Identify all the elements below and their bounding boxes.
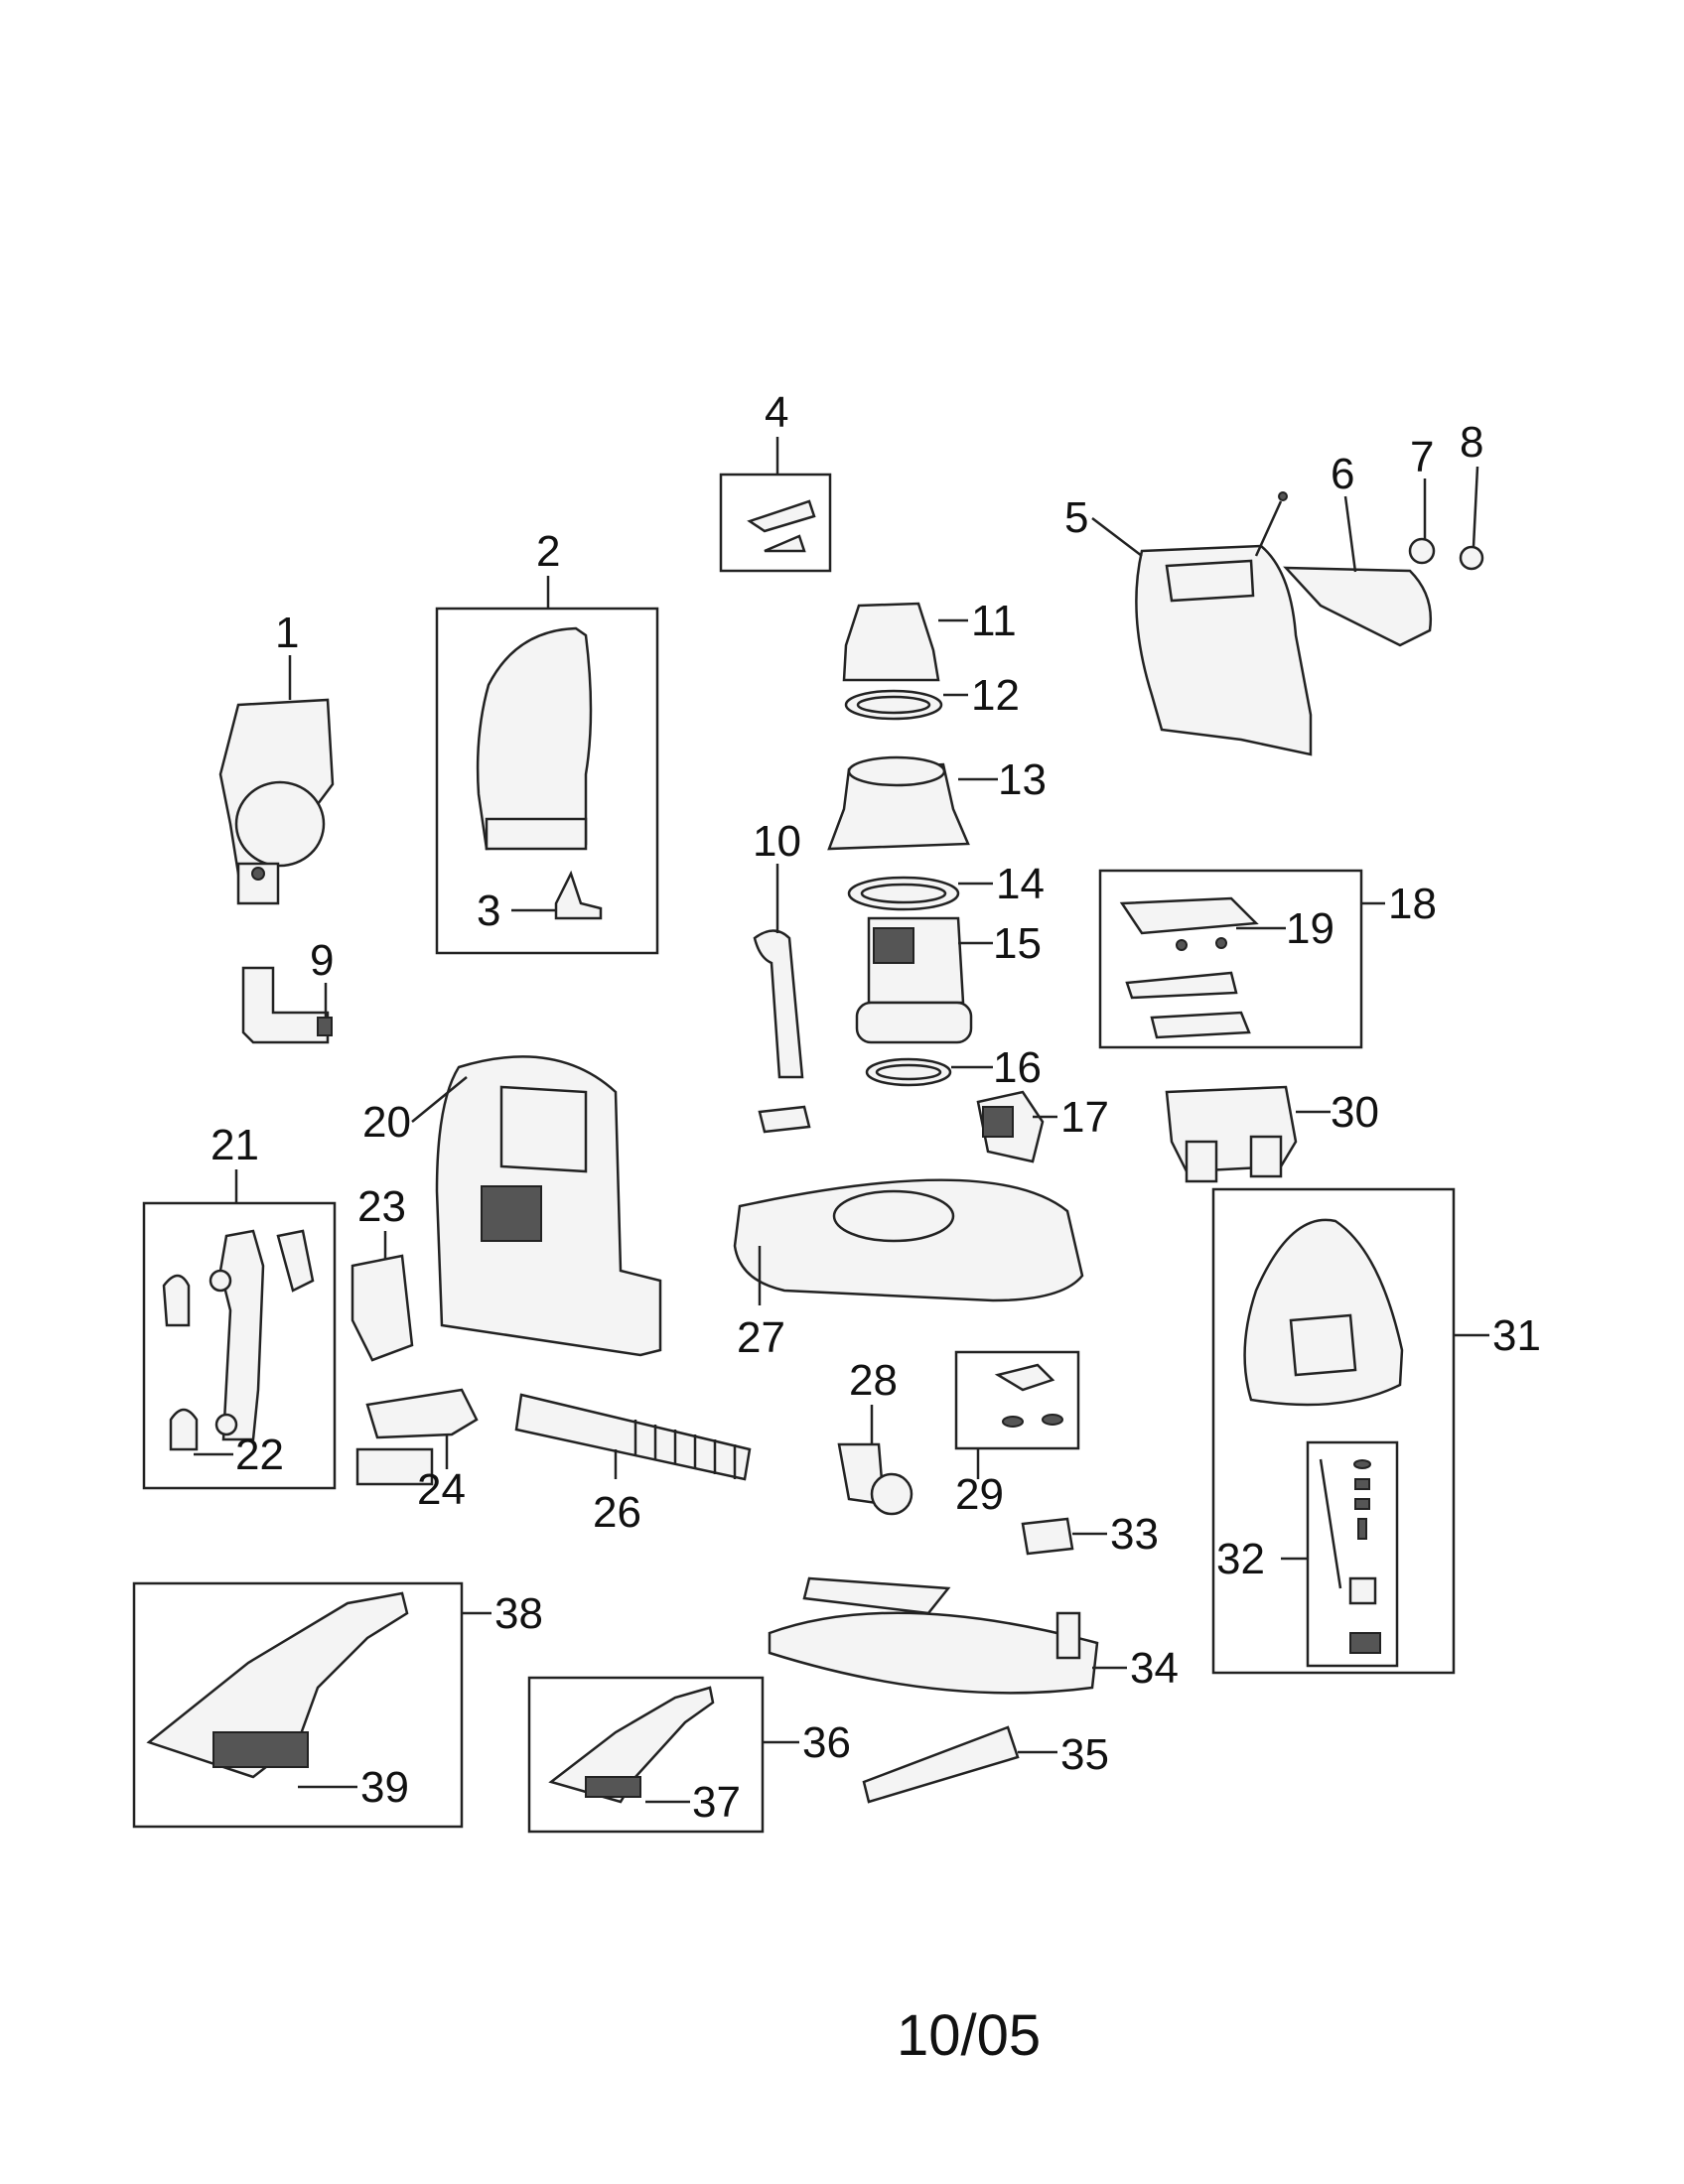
part-5-handle-housing — [1091, 517, 1313, 756]
part-13-label: 13 — [998, 755, 1047, 804]
part-21-label: 21 — [210, 1121, 259, 1169]
part-31-label: 31 — [1492, 1311, 1541, 1360]
part-38-tool — [146, 1591, 409, 1779]
part-8-label: 8 — [1460, 418, 1483, 467]
part-18-switch — [1125, 971, 1251, 1039]
part-23-door — [351, 1231, 414, 1362]
part-20-body — [411, 1055, 662, 1357]
part-4-label: 4 — [765, 388, 788, 437]
part-23-label: 23 — [357, 1182, 406, 1231]
part-16-label: 16 — [993, 1043, 1042, 1092]
part-2-tank — [476, 626, 593, 851]
part-18-box — [1098, 869, 1363, 1049]
part-7-label: 7 — [1410, 433, 1434, 481]
part-10-label: 10 — [753, 817, 801, 866]
part-38-box — [132, 1581, 464, 1829]
part-screw — [1254, 491, 1288, 557]
part-19-label: 19 — [1286, 904, 1334, 953]
part-29-box — [954, 1350, 1080, 1450]
part-8-knob — [1459, 466, 1484, 571]
part-19-board — [1119, 896, 1286, 951]
part-32-label: 32 — [1216, 1535, 1265, 1583]
part-33-clip — [1021, 1517, 1107, 1556]
part-31-box — [1211, 1187, 1456, 1675]
part-3-latch — [511, 870, 603, 920]
part-4-box — [719, 473, 832, 573]
part-17-pump — [976, 1090, 1057, 1163]
part-32-box — [1306, 1440, 1399, 1668]
part-34-plate — [768, 1576, 1127, 1695]
part-7-knob — [1408, 478, 1436, 565]
part-31-tank — [1243, 1218, 1404, 1407]
part-29-parts — [994, 1363, 1063, 1428]
part-18-label: 18 — [1388, 880, 1437, 928]
part-30-caddy — [1165, 1085, 1331, 1183]
part-5-label: 5 — [1064, 493, 1088, 542]
part-14-label: 14 — [996, 860, 1045, 908]
part-15-motor — [855, 916, 993, 1044]
part-38-label: 38 — [494, 1589, 543, 1638]
part-1-label: 1 — [275, 609, 299, 657]
part-22-label: 22 — [235, 1431, 284, 1479]
part-27-base — [733, 1178, 1084, 1305]
part-36-label: 36 — [802, 1718, 851, 1767]
part-27-label: 27 — [737, 1313, 785, 1362]
part-9-bracket — [241, 966, 333, 1044]
part-6-label: 6 — [1331, 450, 1354, 498]
part-39-label: 39 — [360, 1763, 409, 1812]
part-clip-small — [758, 1105, 811, 1134]
part-36-tool — [548, 1686, 715, 1804]
part-26-label: 26 — [593, 1488, 641, 1537]
part-20-label: 20 — [362, 1098, 411, 1147]
part-26-hose — [514, 1393, 752, 1481]
part-24-brush — [355, 1388, 479, 1486]
part-28-label: 28 — [849, 1356, 898, 1405]
part-11-cap — [842, 602, 968, 682]
part-9-label: 9 — [310, 936, 334, 985]
part-21-handle — [162, 1229, 315, 1441]
part-22-clip — [169, 1408, 233, 1456]
part-33-label: 33 — [1110, 1510, 1159, 1559]
part-16-ring — [865, 1057, 993, 1087]
part-37-label: 37 — [692, 1778, 741, 1827]
part-12-ring — [844, 689, 968, 721]
part-21-box — [142, 1201, 337, 1490]
part-6-cover — [1283, 495, 1432, 647]
part-12-label: 12 — [971, 671, 1020, 720]
part-14-gasket — [847, 876, 993, 911]
part-24-label: 24 — [417, 1465, 466, 1514]
part-2-label: 2 — [536, 527, 560, 576]
part-10-elbow — [753, 864, 804, 1079]
part-30-label: 30 — [1331, 1088, 1379, 1137]
part-29-label: 29 — [955, 1470, 1004, 1519]
part-3-label: 3 — [477, 887, 500, 935]
part-35-crevice — [862, 1725, 1057, 1804]
part-28-valve — [837, 1405, 913, 1516]
part-15-label: 15 — [993, 919, 1042, 968]
date-code: 10/05 — [897, 2003, 1041, 2068]
part-13-housing — [827, 755, 998, 851]
part-35-label: 35 — [1060, 1730, 1109, 1779]
part-11-label: 11 — [971, 597, 1017, 645]
part-32-valve-parts — [1319, 1458, 1381, 1654]
part-34-label: 34 — [1130, 1644, 1179, 1693]
part-1-swivel — [218, 655, 335, 905]
part-4-clips — [747, 499, 816, 553]
part-17-label: 17 — [1060, 1093, 1109, 1142]
part-36-box — [527, 1676, 765, 1834]
